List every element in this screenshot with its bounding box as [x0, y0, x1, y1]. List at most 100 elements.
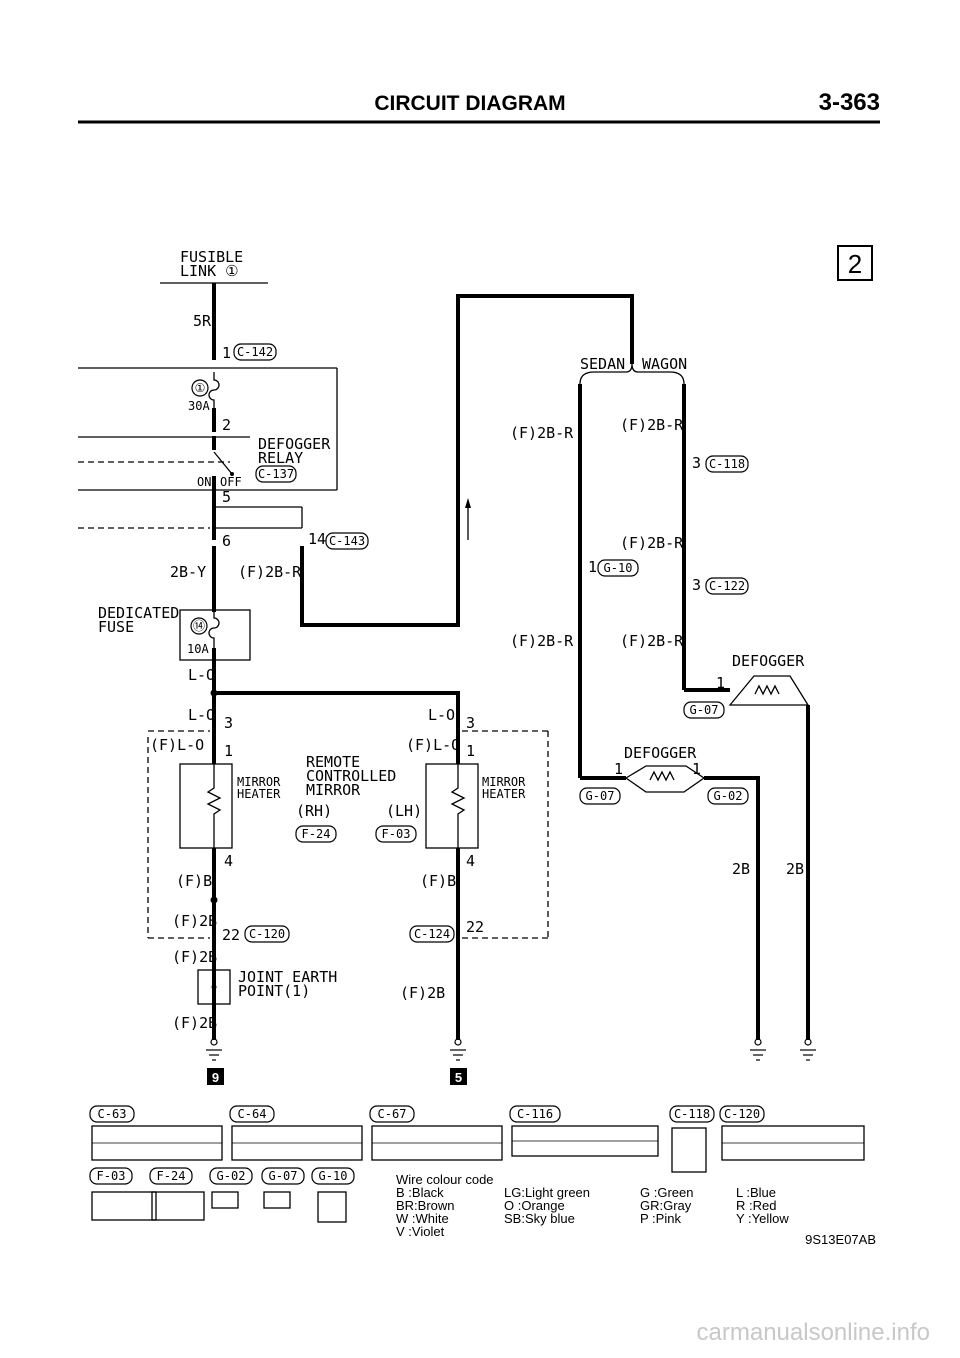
connector-c143-box — [325, 532, 369, 550]
rh-heater-label-2: HEATER — [237, 787, 281, 801]
rh-heater-label: MIRROR — [237, 775, 281, 789]
connector-g10: G-10 — [604, 561, 633, 575]
lh-heater-label-2: HEATER — [482, 787, 526, 801]
pin-c118: 3 — [692, 454, 701, 472]
sedan-defogger-pin-in: 1 — [614, 760, 623, 778]
wire-2by-label: 2B-Y — [170, 563, 206, 581]
page-number: 3-363 — [819, 89, 880, 116]
svg-text:C-116: C-116 — [517, 1107, 553, 1121]
connector-c122-box — [705, 577, 749, 595]
relay-off-label: OFF — [220, 475, 242, 489]
wire-5r-label: 5R — [193, 312, 212, 330]
wire-flo-label-lh: (F)L-O — [406, 736, 460, 754]
wire-sedan-f2br-2: (F)2B-R — [510, 632, 574, 650]
dedicated-fuse-label-2: FUSE — [98, 618, 134, 636]
section-box — [837, 245, 873, 281]
pin-c122: 3 — [692, 576, 701, 594]
wire-f2b-label-1: (F)2B — [172, 912, 217, 930]
fuse-10a-number: ⑭ — [193, 619, 205, 633]
connector-c137: C-137 — [258, 467, 294, 481]
legend-col3-2: P :Pink — [640, 1211, 681, 1226]
connector-g02: G-02 — [714, 789, 743, 803]
dedicated-fuse-label: DEDICATED — [98, 604, 179, 622]
wire-f2b-label-3: (F)2B — [400, 984, 445, 1002]
wire-lo-to-lh — [214, 691, 460, 730]
mirror-title-3: MIRROR — [306, 781, 361, 799]
connector-c124-box — [409, 925, 455, 943]
svg-text:C-67: C-67 — [378, 1107, 407, 1121]
arrow-marker-head — [465, 498, 471, 508]
earth-marker-right-num: 5 — [455, 1070, 462, 1085]
pin-6: 6 — [222, 532, 231, 550]
mirror-lh: (LH) — [386, 802, 422, 820]
relay-switch-arm — [213, 451, 233, 475]
legend-col2-1: O :Orange — [504, 1198, 565, 1213]
svg-text:F-03: F-03 — [97, 1169, 126, 1183]
legend-col4-0: L :Blue — [736, 1185, 776, 1200]
pin-c124: 22 — [466, 918, 484, 936]
connector-f03: F-03 — [382, 827, 411, 841]
connector-view-c116: C-116 — [509, 1105, 659, 1157]
fusible-link-label-2: LINK ① — [180, 262, 239, 280]
connector-c137-box — [255, 465, 297, 483]
wire-2b-label-sedan: 2B — [732, 860, 750, 878]
connector-view-g02: G-02 — [209, 1167, 253, 1209]
wagon-defogger-pin: 1 — [716, 674, 725, 692]
sedan-defogger-grid — [649, 770, 675, 782]
wagon-defogger-label: DEFOGGER — [732, 652, 805, 670]
connector-g07-sedan-box — [579, 787, 621, 805]
svg-text:G-10: G-10 — [319, 1169, 348, 1183]
earth-marker-left-num: 9 — [212, 1070, 219, 1085]
wire-f2b-label-4: (F)2B — [172, 1014, 217, 1032]
pin-relay-5: 5 — [222, 488, 231, 506]
variant-wagon: WAGON — [642, 355, 687, 373]
connector-view-c118: C-118 — [669, 1105, 715, 1173]
connector-g10-box — [597, 559, 639, 577]
defogger-feed-wire — [300, 294, 634, 627]
legend-title: Wire colour code — [396, 1172, 494, 1187]
wire-fb-label-rh: (F)B — [176, 872, 212, 890]
diagram-code: 9S13E07AB — [805, 1232, 876, 1247]
connector-c120-box — [244, 925, 290, 943]
sedan-defogger-label: DEFOGGER — [624, 744, 697, 762]
mirror-title-2: CONTROLLED — [306, 767, 396, 785]
connector-c120: C-120 — [249, 927, 285, 941]
wire-wagon-f2br-3: (F)2B-R — [620, 632, 684, 650]
wire-flo-label-rh: (F)L-O — [150, 736, 204, 754]
ground-symbol-wagon — [800, 1038, 816, 1061]
mirror-rh: (RH) — [296, 802, 332, 820]
pin-g10: 1 — [588, 558, 597, 576]
wire-lo-label-1: L-O — [188, 666, 215, 684]
connector-view-c67: C-67 G-10 — [311, 1105, 503, 1223]
legend-col1-2: W :White — [396, 1211, 449, 1226]
ground-symbol-rh — [206, 1038, 222, 1061]
section-number: 2 — [848, 249, 862, 279]
connector-view-c120: C-120 — [719, 1105, 865, 1161]
svg-text:G-07: G-07 — [269, 1169, 298, 1183]
pin-c142: 1 — [222, 344, 231, 362]
wire-f2b-label-2: (F)2B — [172, 948, 217, 966]
rh-mirror-heater-box — [179, 763, 233, 849]
pin-c120: 22 — [222, 926, 240, 944]
svg-text:F-24: F-24 — [157, 1169, 186, 1183]
wire-wagon-f2br-1: (F)2B-R — [620, 416, 684, 434]
legend-col1-3: V :Violet — [396, 1224, 445, 1239]
connector-view-c64: C-64 F-24 — [149, 1105, 363, 1221]
earth-marker-left — [207, 1068, 224, 1085]
pin-rh-1: 1 — [224, 742, 233, 760]
legend-col2-0: LG:Light green — [504, 1185, 590, 1200]
wagon-defogger-grid — [754, 684, 780, 696]
fuse-10a-symbol — [208, 612, 220, 648]
joint-earth-label-2: POINT(1) — [238, 982, 310, 1000]
watermark: carmanualsonline.info — [697, 1319, 930, 1346]
pin-c143: 14 — [308, 530, 326, 548]
fuse-30a-symbol — [208, 372, 220, 408]
pin-relay-2: 2 — [222, 416, 231, 434]
connector-c142-box — [233, 343, 277, 361]
connector-g07-wagon: G-07 — [690, 703, 719, 717]
pin-lh-4: 4 — [466, 852, 475, 870]
fuse-30a-rating: 30A — [188, 399, 210, 413]
wire-lo-label-3: L-O — [428, 706, 455, 724]
connector-f24: F-24 — [302, 827, 331, 841]
